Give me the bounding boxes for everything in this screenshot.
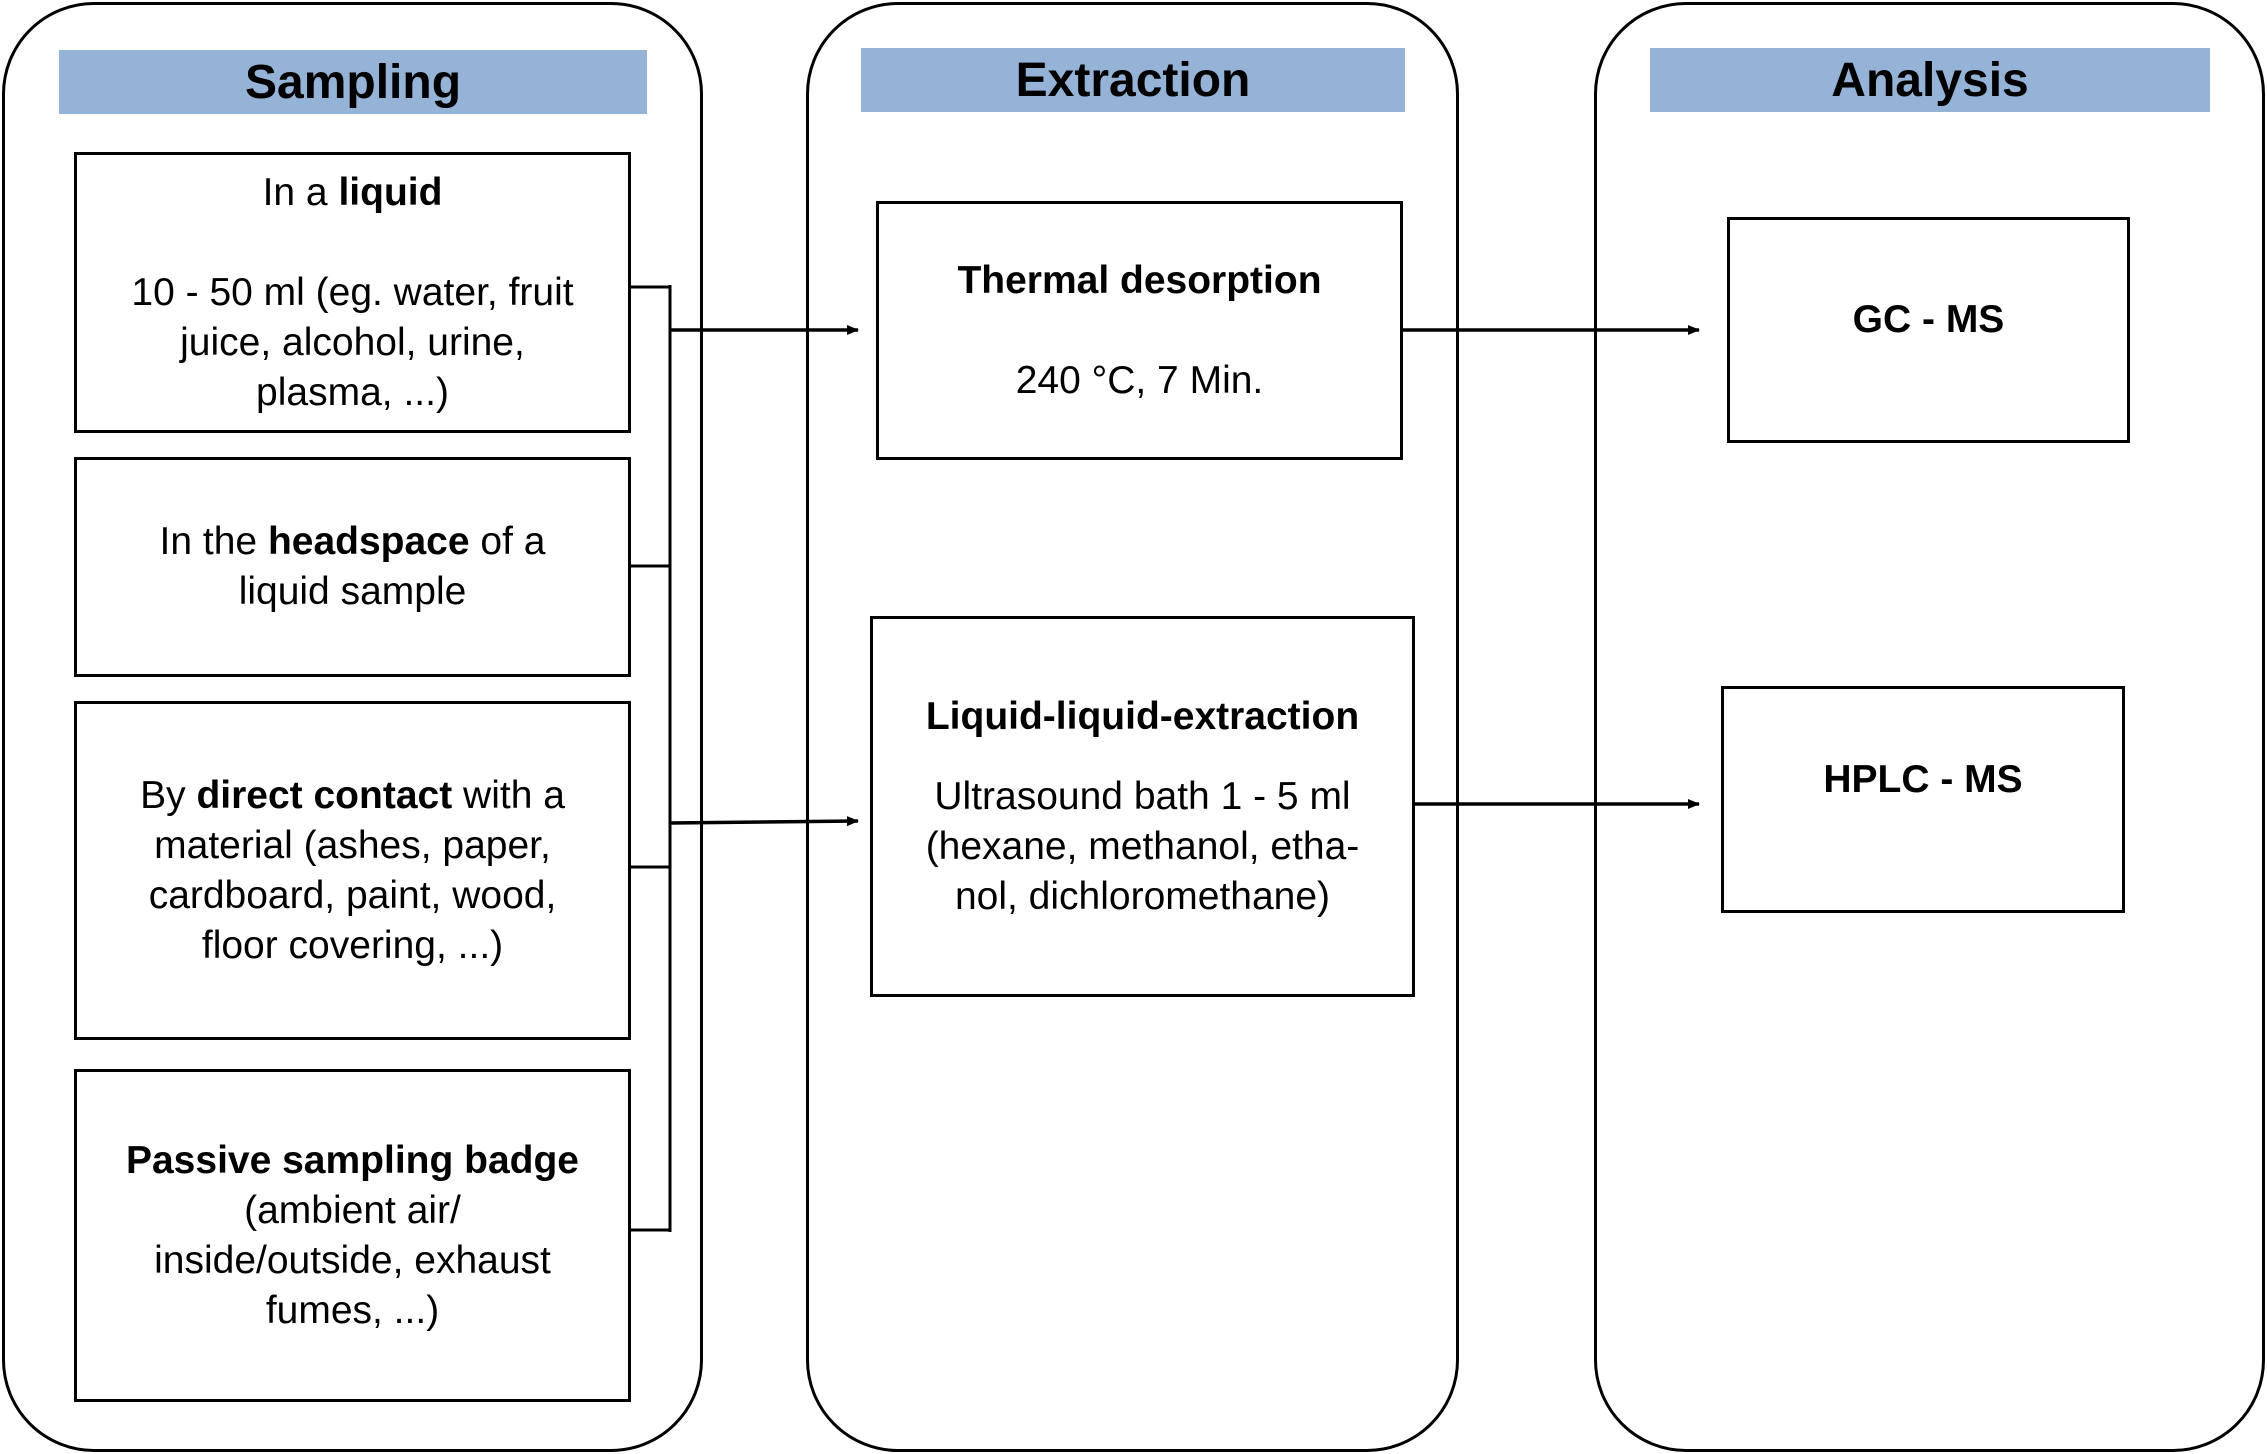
- sampling-badge-box: Passive sampling badge (ambient air/ ins…: [74, 1069, 631, 1402]
- liquid-line-2: juice, alcohol, urine,: [180, 320, 525, 364]
- thermal-title: Thermal desorption: [957, 258, 1322, 302]
- extraction-thermal-box: Thermal desorption 240 °C, 7 Min.: [876, 201, 1403, 460]
- lle-line-2: (hexane, methanol, etha-: [925, 824, 1360, 868]
- headspace-line-1: In the headspace of a: [159, 520, 546, 563]
- sampling-headspace-box: In the headspace of a liquid sample: [74, 457, 631, 677]
- badge-keyword: Passive sampling badge: [125, 1138, 579, 1182]
- hplcms-label: HPLC - MS: [1823, 757, 2023, 801]
- extraction-header: Extraction: [861, 48, 1405, 112]
- badge-line-4: fumes, ...): [265, 1288, 440, 1332]
- contact-line-1: By direct contact with a: [140, 773, 565, 817]
- arrow-to-lle: [669, 816, 859, 827]
- liquid-keyword: liquid: [338, 170, 443, 214]
- lle-line-3: nol, dichloromethane): [954, 874, 1331, 918]
- analysis-header: Analysis: [1650, 48, 2210, 112]
- headspace-keyword: headspace: [267, 520, 470, 563]
- sampling-header: Sampling: [59, 50, 647, 114]
- contact-keyword: direct contact: [196, 773, 453, 817]
- lle-line-1: Ultrasound bath 1 - 5 ml: [934, 774, 1351, 818]
- liquid-line-3: plasma, ...): [256, 370, 449, 414]
- lle-title: Liquid-liquid-extraction: [925, 694, 1360, 738]
- extraction-lle-box: Liquid-liquid-extraction Ultrasound bath…: [870, 616, 1415, 997]
- headspace-line-2: liquid sample: [238, 570, 467, 613]
- sampling-header-title: Sampling: [244, 55, 462, 109]
- sampling-contact-box: By direct contact with a material (ashes…: [74, 701, 631, 1040]
- thermal-detail: 240 °C, 7 Min.: [1015, 358, 1264, 402]
- analysis-header-title: Analysis: [1831, 53, 2029, 107]
- liquid-line-1: 10 - 50 ml (eg. water, fruit: [131, 270, 574, 314]
- analysis-hplcms-box: HPLC - MS: [1721, 686, 2125, 913]
- extraction-header-title: Extraction: [1015, 53, 1251, 107]
- contact-line-2: material (ashes, paper,: [154, 823, 551, 867]
- badge-line-2: (ambient air/: [244, 1188, 461, 1232]
- contact-line-4: floor covering, ...): [201, 923, 504, 967]
- analysis-gcms-box: GC - MS: [1727, 217, 2130, 443]
- badge-heading: Passive sampling badge: [126, 1136, 579, 1186]
- liquid-heading: In a liquid: [262, 170, 443, 214]
- gcms-label: GC - MS: [1852, 298, 2005, 341]
- contact-line-3: cardboard, paint, wood,: [148, 873, 557, 917]
- badge-line-3: inside/outside, exhaust: [154, 1238, 551, 1282]
- sampling-liquid-box: In a liquid 10 - 50 ml (eg. water, fruit…: [74, 152, 631, 433]
